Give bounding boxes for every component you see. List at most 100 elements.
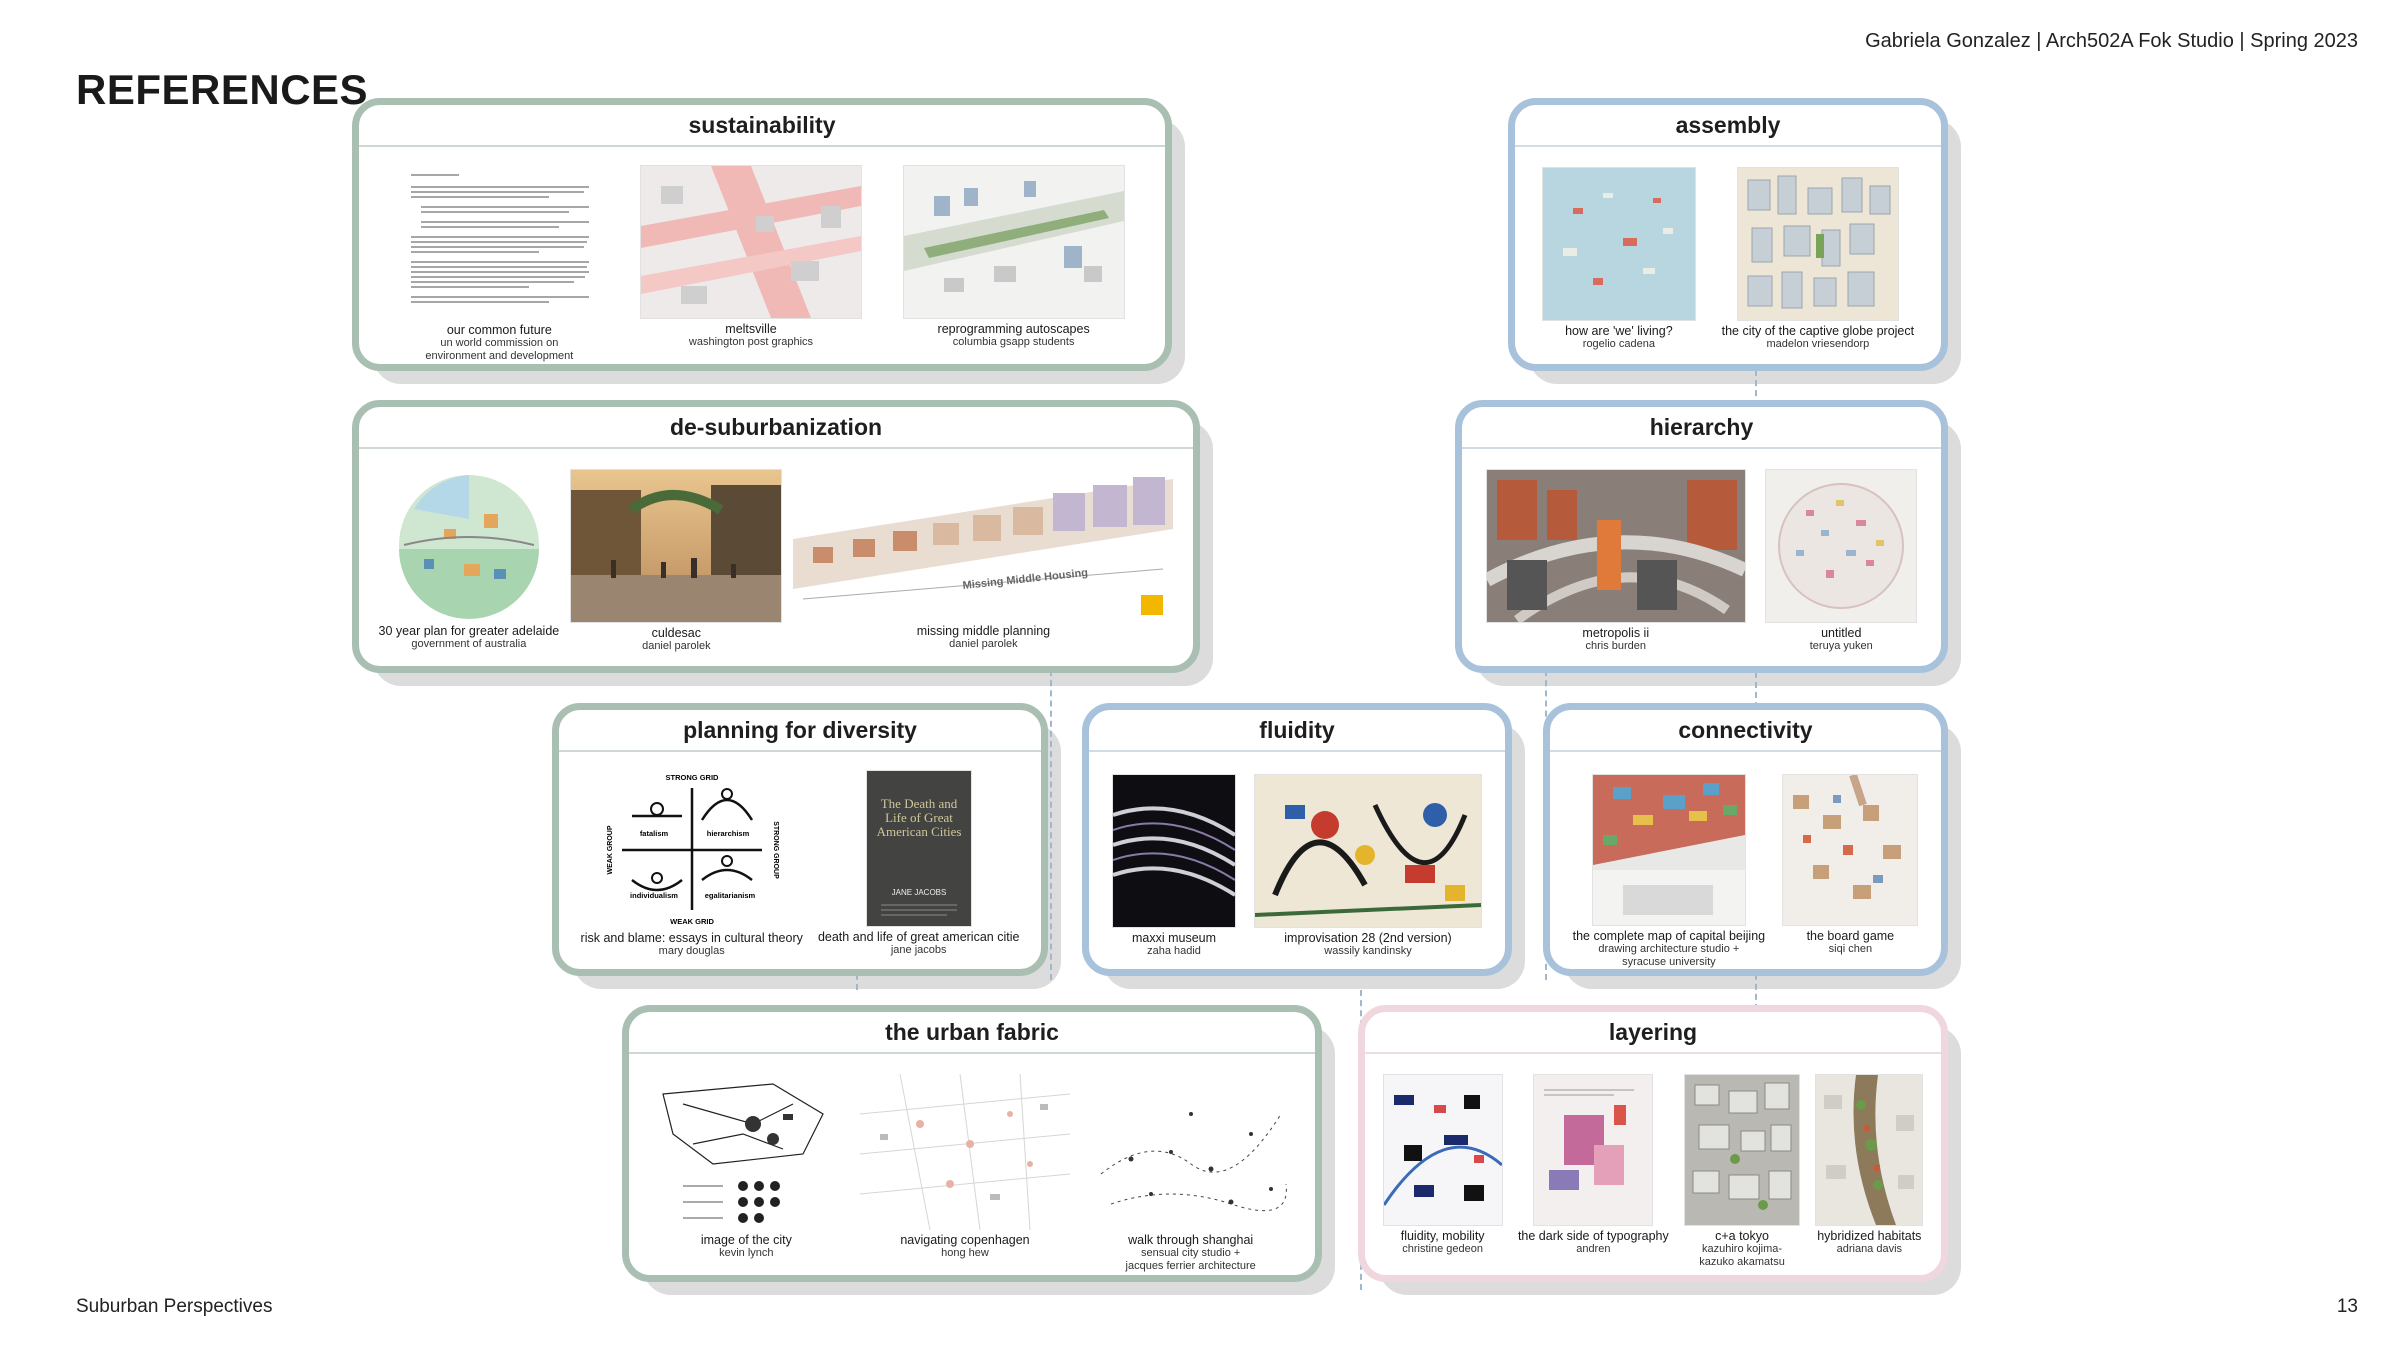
reference-credit: daniel parolek — [949, 638, 1018, 650]
metropolis-image — [1485, 469, 1746, 623]
card-title: layering — [1365, 1012, 1941, 1054]
reference-title: improvisation 28 (2nd version) — [1284, 931, 1452, 945]
reference-title: image of the city — [700, 1233, 792, 1247]
untitled-image — [1765, 469, 1918, 623]
reference-title: how are 'we' living? — [1565, 324, 1673, 338]
missing-middle-image: Missing Middle Housing — [793, 469, 1174, 621]
reference-title: the city of the captive globe project — [1721, 324, 1915, 338]
reference-walk-through-shanghai[interactable]: walk through shanghai sensual city studi… — [1090, 1074, 1291, 1273]
page-number: 13 — [2336, 1296, 2358, 1317]
reference-title: the complete map of capital beijing — [1572, 929, 1766, 943]
individualism-label: individualism — [630, 891, 678, 900]
card-title: hierarchy — [1462, 407, 1941, 449]
reference-title: the dark side of typography — [1517, 1229, 1669, 1243]
reference-credit: un world commission on — [440, 337, 559, 349]
reference-title: our common future — [446, 323, 552, 337]
copenhagen-map — [859, 1074, 1070, 1230]
reference-credit: daniel parolek — [642, 640, 711, 652]
how-are-we-living-image — [1541, 167, 1696, 321]
reference-title: death and life of great american citie — [817, 930, 1020, 944]
footer-project-title: Suburban Perspectives — [76, 1296, 273, 1317]
fluidity-mobility-image — [1382, 1074, 1503, 1226]
reference-missing-middle[interactable]: Missing Middle Housing missing middle pl… — [793, 469, 1174, 651]
card-sustainability: sustainability our common future un worl… — [352, 98, 1185, 384]
card-title: the urban fabric — [629, 1012, 1315, 1054]
card-title: sustainability — [359, 105, 1165, 147]
meltsville-image — [639, 165, 862, 319]
reference-complete-map-beijing[interactable]: the complete map of capital beijing draw… — [1573, 774, 1765, 969]
culdesac-image — [570, 469, 783, 623]
reference-title: missing middle planning — [916, 624, 1051, 638]
reference-fluidity-mobility[interactable]: fluidity, mobility christine gedeon — [1382, 1074, 1503, 1256]
document-thumbnail — [399, 165, 600, 320]
reference-death-and-life[interactable]: The Death and Life of Great American Cit… — [817, 770, 1020, 957]
beijing-map-image — [1591, 774, 1746, 926]
reference-credit: teruya yuken — [1809, 640, 1873, 652]
reference-credit: chris burden — [1585, 640, 1647, 652]
reference-credit: christine gedeon — [1402, 1243, 1483, 1255]
reference-credit: mary douglas — [658, 945, 725, 957]
reference-meltsville[interactable]: meltsville washington post graphics — [639, 165, 862, 349]
page-title: REFERENCES — [76, 66, 369, 113]
card-hierarchy: hierarchy metropolis ii chris burden — [1455, 400, 1961, 686]
card-fluidity: fluidity maxxi museum zaha hadid — [1082, 703, 1525, 989]
reference-title: hybridized habitats — [1817, 1229, 1922, 1243]
weak-group-label: WEAK GROUP — [607, 825, 614, 874]
reference-credit-2: environment and development — [425, 350, 574, 362]
kandinsky-image — [1254, 774, 1482, 928]
reference-c-a-tokyo[interactable]: c+a tokyo kazuhiro kojima- kazuko akamat… — [1684, 1074, 1801, 1269]
reference-credit: madelon vriesendorp — [1766, 338, 1870, 350]
reference-title: meltsville — [725, 322, 777, 336]
reference-credit: drawing architecture studio + — [1598, 943, 1740, 955]
image-of-city-map — [653, 1074, 840, 1230]
reference-risk-and-blame[interactable]: STRONG GRID WEAK GRID WEAK GROUP STRONG … — [581, 770, 803, 958]
reference-title: maxxi museum — [1131, 931, 1217, 945]
reference-dark-side-of-typography[interactable]: the dark side of typography andren — [1518, 1074, 1669, 1256]
adelaide-plan-image — [398, 475, 539, 619]
reference-credit: rogelio cadena — [1582, 338, 1655, 350]
strong-grid-label: STRONG GRID — [665, 773, 719, 782]
reference-navigating-copenhagen[interactable]: navigating copenhagen hong hew — [859, 1074, 1070, 1260]
reference-30-year-plan[interactable]: 30 year plan for greater adelaide govern… — [378, 469, 560, 651]
reference-improvisation-28[interactable]: improvisation 28 (2nd version) wassily k… — [1254, 774, 1482, 958]
card-title: de-suburbanization — [359, 407, 1193, 449]
maxxi-image — [1112, 774, 1236, 928]
reference-title: c+a tokyo — [1715, 1229, 1769, 1243]
reference-board-game[interactable]: the board game siqi chen — [1782, 774, 1919, 956]
reference-hybridized-habitats[interactable]: hybridized habitats adriana davis — [1815, 1074, 1924, 1256]
reference-credit: columbia gsapp students — [952, 336, 1075, 348]
weak-grid-label: WEAK GRID — [670, 917, 714, 926]
reference-city-of-captive-globe[interactable]: the city of the captive globe project ma… — [1722, 167, 1914, 351]
reference-title: walk through shanghai — [1128, 1233, 1254, 1247]
card-title: fluidity — [1089, 710, 1505, 752]
reference-credit: adriana davis — [1836, 1243, 1903, 1255]
grid-group-diagram: STRONG GRID WEAK GRID WEAK GROUP STRONG … — [607, 773, 779, 926]
fatalism-label: fatalism — [640, 829, 669, 838]
reference-title: metropolis ii — [1582, 626, 1650, 640]
reference-culdesac[interactable]: culdesac daniel parolek — [570, 469, 783, 653]
card-de-suburbanization: de-suburbanization 30 year plan for grea… — [352, 400, 1213, 686]
reference-untitled[interactable]: untitled teruya yuken — [1765, 469, 1918, 653]
reference-our-common-future[interactable]: our common future un world commission on… — [399, 165, 600, 363]
reference-title: culdesac — [651, 626, 701, 640]
card-assembly: assembly how are 'we' living? rogelio ca… — [1508, 98, 1961, 384]
reference-credit: jane jacobs — [890, 944, 947, 956]
reference-title: 30 year plan for greater adelaide — [378, 624, 560, 638]
reference-metropolis-ii[interactable]: metropolis ii chris burden — [1485, 469, 1746, 653]
reference-how-are-we-living[interactable]: how are 'we' living? rogelio cadena — [1541, 167, 1696, 351]
reference-credit: wassily kandinsky — [1324, 945, 1412, 957]
reference-title: untitled — [1821, 626, 1862, 640]
reference-credit: siqi chen — [1828, 943, 1873, 955]
captive-globe-image — [1736, 167, 1899, 321]
book-author: JANE JACOBS — [891, 888, 946, 897]
card-the-urban-fabric: the urban fabric image of the city kevin… — [622, 1005, 1335, 1295]
card-title: assembly — [1515, 105, 1941, 147]
reference-reprogramming-autoscapes[interactable]: reprogramming autoscapes columbia gsapp … — [902, 165, 1125, 349]
reference-credit-2: kazuko akamatsu — [1699, 1256, 1785, 1268]
connector-line — [1050, 660, 1052, 980]
reference-title: navigating copenhagen — [900, 1233, 1030, 1247]
typography-image — [1533, 1074, 1654, 1226]
reference-credit: government of australia — [411, 638, 527, 650]
reference-maxxi-museum[interactable]: maxxi museum zaha hadid — [1112, 774, 1236, 958]
reference-image-of-the-city[interactable]: image of the city kevin lynch — [653, 1074, 840, 1260]
